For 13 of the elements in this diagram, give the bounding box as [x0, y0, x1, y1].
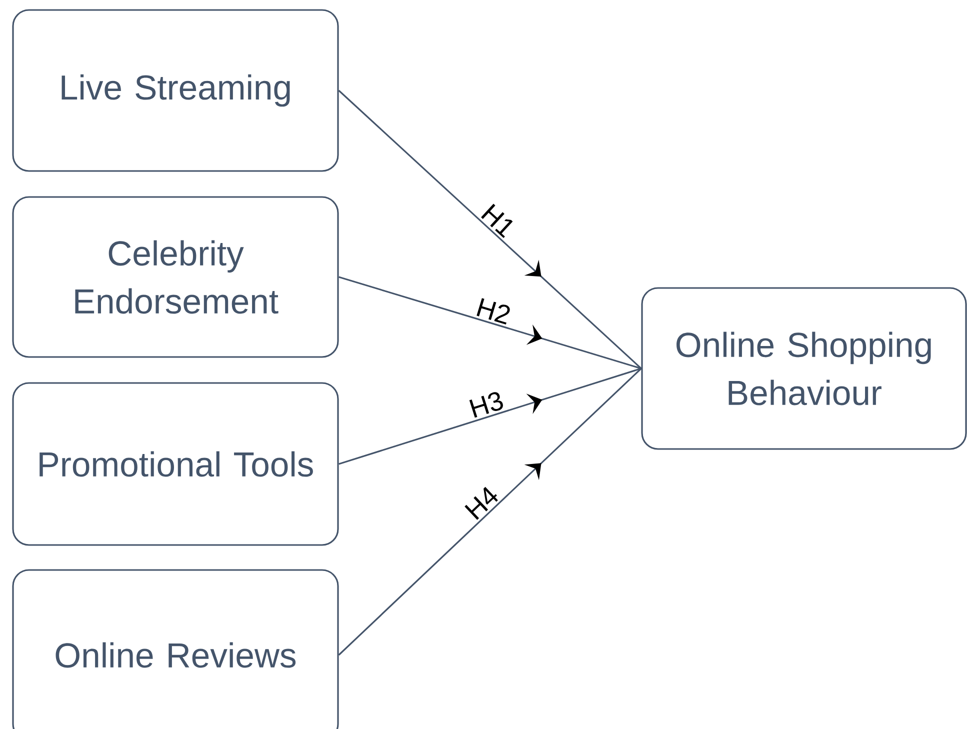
- arrow: [338, 90, 642, 370]
- edge-label: H4: [464, 486, 498, 520]
- concept-box: Live Streaming: [12, 9, 339, 172]
- concept-box: Online Shopping Behaviour: [641, 287, 967, 450]
- arrow: [338, 368, 642, 465]
- edge-label: H3: [469, 392, 503, 418]
- concept-box: Online Reviews: [12, 569, 339, 729]
- edge-label: H2: [476, 298, 510, 324]
- concept-box: Promotional Tools: [12, 382, 339, 546]
- edge-label: H1: [481, 204, 513, 238]
- arrow: [338, 368, 642, 656]
- concept-box: Celebrity Endorsement: [12, 196, 339, 358]
- arrow: [338, 276, 642, 370]
